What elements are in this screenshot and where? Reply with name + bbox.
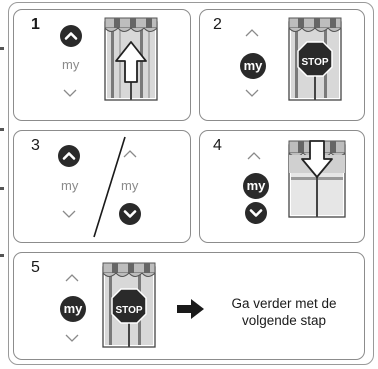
- step-2-panel: 2 my STOP: [199, 9, 365, 121]
- awning-window-up-illustration: [104, 17, 158, 101]
- step-5-panel: 5 my STOP Ga verder met de volgende stap: [13, 252, 365, 360]
- my-label: my: [61, 178, 79, 193]
- stop-sign-text: STOP: [301, 57, 329, 68]
- divider-slash: [93, 136, 126, 238]
- chevron-up-icon: [62, 152, 76, 160]
- edge-mark: [0, 187, 4, 190]
- up-button: [58, 145, 80, 167]
- step-4-panel: 4 my: [199, 130, 365, 243]
- step-number: 4: [213, 137, 222, 154]
- step-number: 2: [213, 16, 222, 33]
- instruction-frame: [8, 2, 374, 365]
- next-step-caption: Ga verder met de volgende stap: [214, 295, 354, 329]
- down-button: [245, 202, 267, 224]
- chevron-down-icon: [123, 210, 137, 218]
- chevron-down-icon: [65, 334, 79, 342]
- step-1-panel: 1 my: [13, 9, 191, 121]
- chevron-down-icon: [63, 89, 77, 97]
- edge-mark: [0, 254, 4, 257]
- caption-line-2: volgende stap: [241, 313, 327, 328]
- down-button: [119, 203, 141, 225]
- up-button: [60, 25, 82, 47]
- edge-mark: [0, 47, 4, 50]
- chevron-down-icon: [245, 89, 259, 97]
- my-label: my: [121, 178, 139, 193]
- awning-window-stop-illustration: [102, 262, 156, 348]
- step-3-panel: 3 my my: [13, 130, 191, 243]
- chevron-up-icon: [123, 150, 137, 158]
- my-button: my: [243, 173, 269, 199]
- chevron-up-icon: [247, 152, 261, 160]
- my-button: my: [240, 53, 266, 79]
- my-label: my: [62, 57, 80, 72]
- arrow-right-icon: [177, 299, 204, 319]
- stop-sign-text: STOP: [115, 305, 143, 316]
- chevron-down-icon: [249, 209, 263, 217]
- awning-window-down-illustration: [288, 140, 346, 218]
- chevron-down-icon: [62, 210, 76, 218]
- step-number: 5: [31, 259, 40, 276]
- awning-window-stop-illustration: [288, 17, 342, 101]
- chevron-up-icon: [64, 32, 78, 40]
- chevron-up-icon: [65, 274, 79, 282]
- caption-line-1: Ga verder met de: [231, 296, 337, 311]
- my-button: my: [60, 296, 86, 322]
- edge-mark: [0, 128, 4, 131]
- chevron-up-icon: [245, 29, 259, 37]
- step-number: 1: [31, 16, 40, 33]
- step-number: 3: [31, 137, 40, 154]
